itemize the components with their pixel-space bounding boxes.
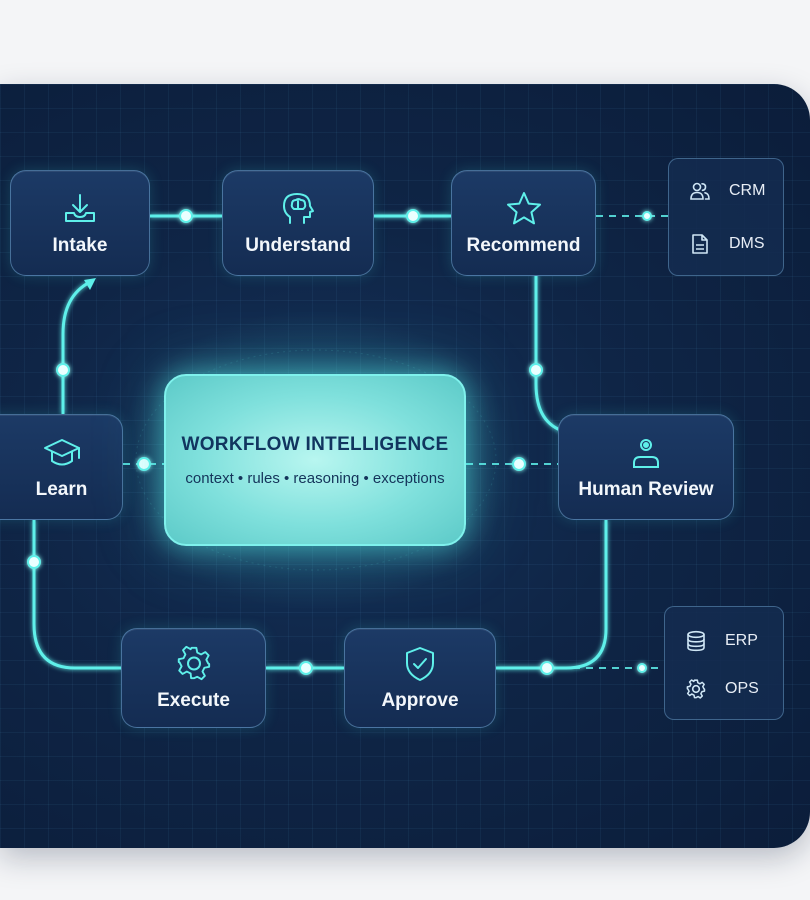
node-dot bbox=[540, 661, 554, 675]
inbox-download-icon bbox=[65, 194, 95, 222]
brain-head-icon bbox=[283, 193, 314, 224]
system-label: ERP bbox=[725, 632, 758, 649]
node-dot bbox=[299, 661, 313, 675]
node-label: Recommend bbox=[466, 235, 581, 256]
systems-panel-top: CRM DMS bbox=[668, 158, 784, 276]
center-title: WORKFLOW INTELLIGENCE bbox=[181, 433, 449, 455]
node-dot bbox=[637, 663, 647, 673]
person-icon bbox=[633, 439, 659, 468]
node-dot bbox=[529, 363, 543, 377]
node-label: Intake bbox=[52, 235, 108, 256]
node-intake[interactable]: Intake bbox=[10, 170, 150, 276]
link-learn-intake bbox=[61, 280, 91, 414]
node-label: Execute bbox=[157, 690, 230, 711]
system-crm[interactable]: CRM bbox=[669, 177, 783, 205]
node-learn[interactable]: Learn bbox=[0, 414, 123, 520]
workflow-intelligence-core: WORKFLOW INTELLIGENCE context • rules • … bbox=[164, 374, 466, 546]
link-execute-learn bbox=[32, 520, 121, 670]
star-icon bbox=[506, 192, 541, 225]
node-label: Learn bbox=[35, 479, 88, 500]
system-label: OPS bbox=[725, 680, 759, 697]
shield-check-icon bbox=[406, 647, 434, 681]
node-label: Understand bbox=[245, 235, 351, 256]
node-dot bbox=[27, 555, 41, 569]
node-dot bbox=[56, 363, 70, 377]
system-ops[interactable]: OPS bbox=[665, 675, 783, 703]
systems-panel-bottom: ERP OPS bbox=[664, 606, 784, 720]
link-review-approve bbox=[496, 520, 608, 670]
node-dot bbox=[137, 457, 151, 471]
node-dot bbox=[406, 209, 420, 223]
link-recommend-review bbox=[534, 274, 567, 434]
node-human-review[interactable]: Human Review bbox=[558, 414, 734, 520]
system-label: CRM bbox=[729, 182, 766, 199]
node-recommend[interactable]: Recommend bbox=[451, 170, 596, 276]
system-erp[interactable]: ERP bbox=[665, 627, 783, 655]
node-label: Approve bbox=[381, 690, 459, 711]
system-label: DMS bbox=[729, 235, 765, 252]
node-understand[interactable]: Understand bbox=[222, 170, 374, 276]
node-dot bbox=[642, 211, 652, 221]
center-orbit bbox=[135, 349, 497, 571]
gear-icon bbox=[686, 679, 706, 699]
system-dms[interactable]: DMS bbox=[669, 230, 783, 258]
graduation-cap-icon bbox=[43, 439, 80, 466]
document-icon bbox=[692, 234, 708, 254]
node-label: Human Review bbox=[578, 479, 714, 500]
center-subtitle: context • rules • reasoning • exceptions bbox=[185, 469, 445, 487]
gear-icon bbox=[177, 645, 210, 681]
node-dot bbox=[512, 457, 526, 471]
users-icon bbox=[690, 182, 710, 200]
database-icon bbox=[687, 630, 705, 652]
node-dot bbox=[179, 209, 193, 223]
node-execute[interactable]: Execute bbox=[121, 628, 266, 728]
arrow-head bbox=[84, 278, 96, 290]
node-approve[interactable]: Approve bbox=[344, 628, 496, 728]
